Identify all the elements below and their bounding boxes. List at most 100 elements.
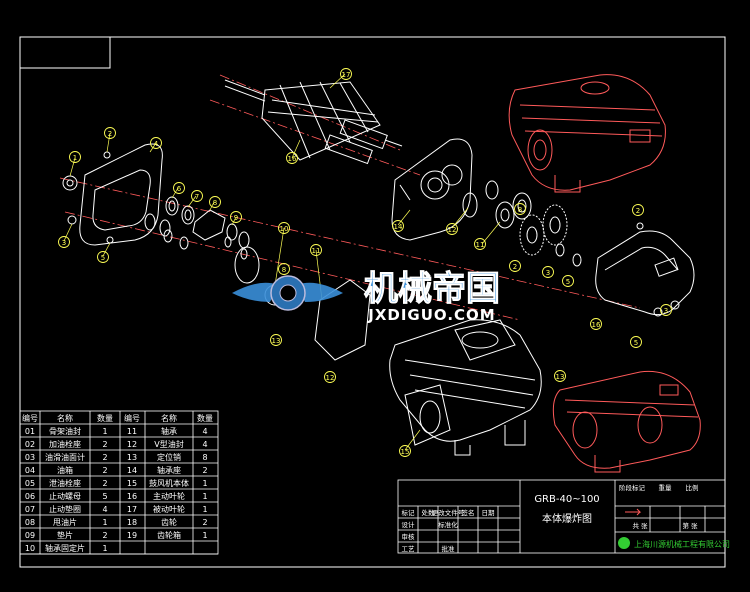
parts-table-cell: 13 <box>127 453 137 462</box>
balloon-label: 17 <box>342 71 351 79</box>
balloon-label: 3 <box>664 307 668 315</box>
parts-table-cell: 11 <box>127 427 137 436</box>
parts-table-cell: 4 <box>202 427 207 436</box>
balloon-label: 5 <box>101 254 105 262</box>
parts-table-header: 名称 <box>57 413 73 423</box>
parts-table-cell: 06 <box>25 492 35 501</box>
balloon-label: 16 <box>592 321 601 329</box>
parts-table-cell: 齿轮 <box>161 517 177 527</box>
balloon-label: 13 <box>272 337 281 345</box>
parts-table-cell: 15 <box>127 479 137 488</box>
parts-table-cell: 1 <box>102 518 107 527</box>
balloon-circle <box>554 370 566 382</box>
part-balloons: 1234567891011121314151617235811165321312… <box>58 68 672 457</box>
balloon-circle <box>632 204 644 216</box>
balloon-circle <box>58 236 70 248</box>
parts-table-cell: 2 <box>102 466 107 475</box>
balloon-label: 2 <box>636 207 640 215</box>
watermark-brand: 机械帝国 <box>364 269 500 309</box>
balloon-label: 5 <box>634 339 638 347</box>
center-lines <box>59 74 641 321</box>
balloon-circle <box>324 371 336 383</box>
rotor-assembly <box>224 79 403 165</box>
parts-table-header: 编号 <box>124 413 140 423</box>
balloon-label: 13 <box>556 373 565 381</box>
balloon-label: 3 <box>546 269 550 277</box>
parts-table-cell: 12 <box>127 440 137 449</box>
parts-table-cell: 轴承座 <box>157 465 181 475</box>
parts-table-cell: 齿轮箱 <box>157 530 181 540</box>
parts-table-cell: 1 <box>202 505 207 514</box>
parts-table-cell: 甩油片 <box>53 517 77 527</box>
balloon-label: 8 <box>518 206 522 214</box>
title-block-right-cell: 重量 <box>659 484 673 492</box>
balloon-circle <box>230 211 242 223</box>
parts-table-cell: 1 <box>102 427 107 436</box>
parts-table-cell: 07 <box>25 505 35 514</box>
red-arrow-mark <box>625 508 642 516</box>
title-block-right-cell: 比例 <box>686 483 699 492</box>
balloon-label: 10 <box>280 225 289 233</box>
balloon-label: 8 <box>213 199 217 207</box>
parts-table-cell: 01 <box>25 427 35 436</box>
drawing-corner-box <box>19 36 111 69</box>
balloon-circle <box>590 318 602 330</box>
watermark-logo <box>232 275 343 311</box>
title-block-cell: 更改文件号 <box>432 508 465 517</box>
balloon-label: 11 <box>312 247 321 255</box>
parts-table-cell: 04 <box>25 466 35 475</box>
balloon-circle <box>446 223 458 235</box>
balloon-circle <box>630 336 642 348</box>
balloon-circle <box>542 266 554 278</box>
balloon-circle <box>104 127 116 139</box>
gear-box <box>595 222 695 317</box>
parts-table-cell: 止动螺母 <box>49 491 81 501</box>
balloon-circle <box>173 182 185 194</box>
balloon-circle <box>69 151 81 163</box>
parts-table-cell: 19 <box>127 531 137 540</box>
parts-table-cell: 1 <box>202 479 207 488</box>
parts-table-cell: 2 <box>102 453 107 462</box>
balloon-circle <box>392 220 404 232</box>
parts-table-cell: 2 <box>202 466 207 475</box>
parts-table-header: 数量 <box>197 413 213 423</box>
balloon-circle <box>340 68 352 80</box>
parts-table-cell: 8 <box>202 453 207 462</box>
balloon-label: 16 <box>288 155 297 163</box>
title-block-cell: 标准化 <box>438 520 458 529</box>
balloon-circle <box>150 137 162 149</box>
bearing-gear-group <box>462 180 582 267</box>
parts-table-cell: 08 <box>25 518 35 527</box>
balloon-label: 2 <box>108 130 112 138</box>
parts-table-header: 编号 <box>22 413 38 423</box>
seal-group-left <box>144 196 260 284</box>
bearing-housing <box>391 138 473 241</box>
parts-table-cell: 09 <box>25 531 35 540</box>
balloon-circle <box>278 222 290 234</box>
parts-table-header: 数量 <box>97 413 113 423</box>
balloon-label: 2 <box>513 263 517 271</box>
parts-table-cell: 10 <box>25 544 35 553</box>
parts-table-cell: 主动叶轮 <box>153 491 185 501</box>
parts-table-cell: V型油封 <box>154 439 183 449</box>
parts-table-cell: 2 <box>102 531 107 540</box>
watermark-domain: JXDIGUO.COM <box>367 306 495 324</box>
company-logo-icon <box>618 537 630 549</box>
parts-table-cell: 02 <box>25 440 35 449</box>
assembled-blower-top <box>508 74 666 193</box>
parts-table-cell: 骨架油封 <box>49 426 81 436</box>
parts-table-cell: 1 <box>102 544 107 553</box>
balloon-circle <box>209 196 221 208</box>
title-block-grid <box>397 479 726 554</box>
parts-table-cell: 2 <box>202 518 207 527</box>
balloon-label: 9 <box>234 214 238 222</box>
parts-table-cell: 垫片 <box>57 530 73 540</box>
title-block-cell: 标记 <box>402 508 416 517</box>
leader-lines <box>63 73 501 451</box>
parts-table-cell: 17 <box>127 505 137 514</box>
parts-table-cell: 18 <box>127 518 137 527</box>
title-block-cell: 工艺 <box>402 545 416 553</box>
balloon-circle <box>660 304 672 316</box>
balloon-label: 6 <box>177 185 182 193</box>
